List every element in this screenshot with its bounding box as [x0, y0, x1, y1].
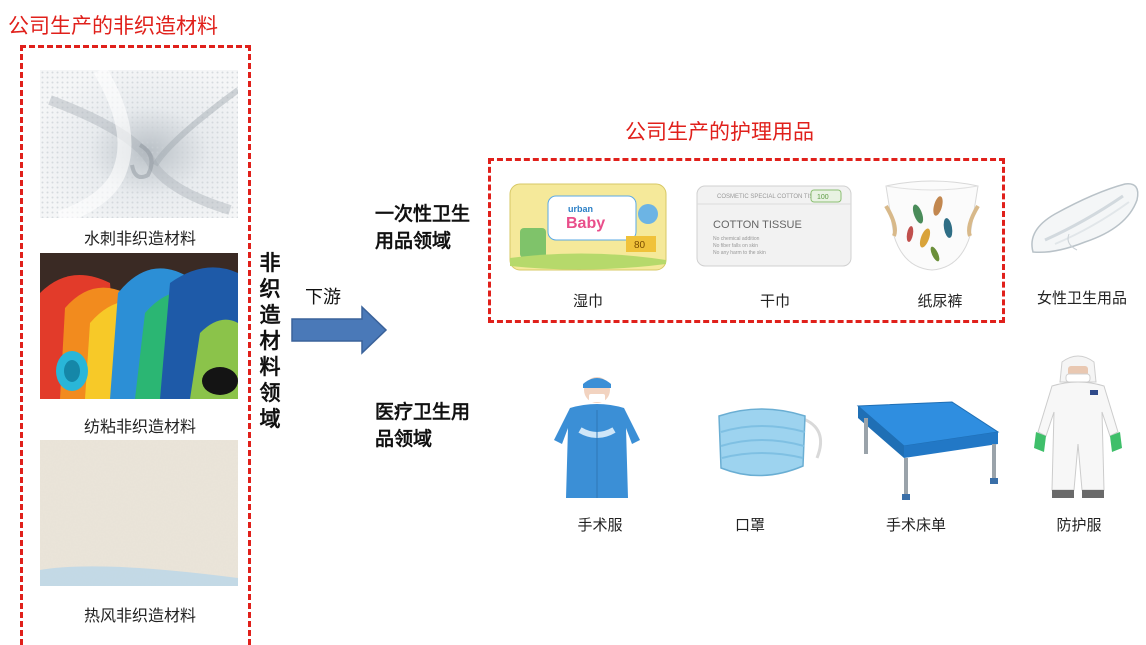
tissue-package-name: COTTON TISSUE — [713, 219, 802, 231]
downstream-arrow-icon — [291, 305, 388, 355]
diaper-icon — [884, 180, 980, 271]
right-panel-title: 公司生产的护理用品 — [625, 120, 814, 144]
item-label-diaper: 纸尿裤 — [917, 292, 963, 310]
materials-dashed-box — [20, 45, 251, 645]
svg-text:No fiber falls on skin: No fiber falls on skin — [713, 243, 758, 249]
item-label-protective-suit: 防护服 — [1056, 516, 1102, 534]
surgical-bed-sheet-icon — [856, 401, 1000, 500]
spunbond-fabric-rolls-photo — [40, 253, 238, 399]
wipes-brand-name: Baby — [566, 215, 605, 232]
svg-text:No any harm to the skin: No any harm to the skin — [713, 250, 766, 256]
svg-text:No chemical addition: No chemical addition — [713, 236, 760, 242]
nonwoven-domain-label: 非织造材料领域 — [259, 251, 281, 431]
wipes-brand-top: urban — [568, 204, 593, 214]
disposable-domain-label: 一次性卫生用品领域 — [375, 203, 471, 252]
left-panel-title: 公司生产的非织造材料 — [8, 14, 218, 38]
item-label-surgical-gown: 手术服 — [577, 516, 623, 534]
spunlace-fabric-photo — [40, 70, 238, 218]
thermal-bonded-fabric-photo — [40, 440, 238, 586]
svg-text:100: 100 — [817, 194, 829, 201]
protective-suit-icon — [1034, 355, 1122, 498]
sanitary-pad-icon — [1031, 183, 1139, 254]
care-products-dashed-box — [488, 158, 1005, 323]
item-label-surgical-sheet: 手术床单 — [885, 516, 946, 534]
face-mask-icon — [718, 408, 822, 477]
item-label-mask: 口罩 — [734, 516, 765, 534]
downstream-label: 下游 — [305, 287, 341, 308]
material-label-spunbond: 纺粘非织造材料 — [83, 417, 196, 436]
material-label-thermal: 热风非织造材料 — [83, 606, 196, 625]
material-label-spunlace: 水刺非织造材料 — [83, 229, 196, 248]
item-label-wet-wipes: 湿巾 — [572, 292, 603, 310]
medical-domain-label: 医疗卫生用品领域 — [375, 401, 471, 450]
item-label-dry-tissue: 干巾 — [759, 292, 790, 310]
wet-wipes-package-icon: urban Baby 80 — [509, 183, 667, 271]
dry-tissue-package-icon: COSMETIC SPECIAL COTTON TISSUE COTTON TI… — [696, 185, 852, 267]
surgical-gown-icon — [554, 377, 640, 498]
tissue-top-text: COSMETIC SPECIAL COTTON TISSUE — [717, 194, 826, 200]
wipes-count-badge: 80 — [634, 240, 646, 251]
item-label-feminine-hygiene: 女性卫生用品 — [1036, 289, 1127, 307]
